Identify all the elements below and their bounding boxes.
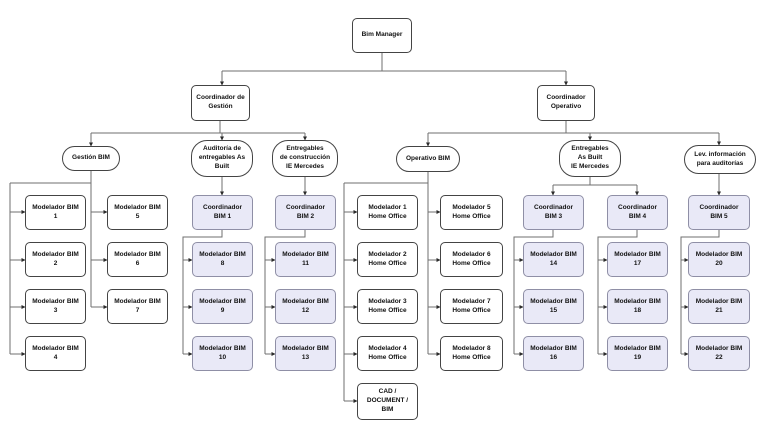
node-bim-manager: Bim Manager xyxy=(352,18,412,53)
node-modelador-4-home-office: Modelador 4 Home Office xyxy=(357,336,418,371)
node-modelador-2-home-office: Modelador 2 Home Office xyxy=(357,242,418,277)
connector-line xyxy=(182,230,223,354)
node-modelador-bim-3: Modelador BIM 3 xyxy=(25,289,86,324)
node-coordinador-operativo: Coordinador Operativo xyxy=(537,85,595,121)
node-coordinador-de-gestion: Coordinador de Gestión xyxy=(191,85,250,121)
node-modelador-5-home-office: Modelador 5 Home Office xyxy=(440,195,503,230)
node-entregables-as-built-ie-mercedes: Entregables As Built IE Mercedes xyxy=(559,140,621,177)
node-modelador-bim-7: Modelador BIM 7 xyxy=(107,289,168,324)
node-modelador-8-home-office: Modelador 8 Home Office xyxy=(440,336,503,371)
connector-line xyxy=(597,230,638,354)
node-lev-informacion-para-auditorias: Lev. información para auditorías xyxy=(684,145,756,174)
node-modelador-bim-4: Modelador BIM 4 xyxy=(25,336,86,371)
node-cad-document-bim: CAD / DOCUMENT / BIM xyxy=(357,383,418,420)
node-coordinador-bim-2: Coordinador BIM 2 xyxy=(275,195,336,230)
node-modelador-1-home-office: Modelador 1 Home Office xyxy=(357,195,418,230)
node-modelador-bim-21: Modelador BIM 21 xyxy=(688,289,750,324)
node-modelador-bim-18: Modelador BIM 18 xyxy=(607,289,668,324)
node-modelador-bim-8: Modelador BIM 8 xyxy=(192,242,253,277)
connector-line xyxy=(680,230,720,354)
node-operativo-bim: Operativo BIM xyxy=(396,146,460,172)
node-modelador-bim-6: Modelador BIM 6 xyxy=(107,242,168,277)
node-modelador-bim-2: Modelador BIM 2 xyxy=(25,242,86,277)
node-modelador-bim-10: Modelador BIM 10 xyxy=(192,336,253,371)
node-modelador-bim-1: Modelador BIM 1 xyxy=(25,195,86,230)
node-modelador-bim-19: Modelador BIM 19 xyxy=(607,336,668,371)
node-modelador-bim-17: Modelador BIM 17 xyxy=(607,242,668,277)
node-modelador-bim-14: Modelador BIM 14 xyxy=(523,242,584,277)
node-modelador-bim-11: Modelador BIM 11 xyxy=(275,242,336,277)
node-modelador-bim-9: Modelador BIM 9 xyxy=(192,289,253,324)
connector-line xyxy=(513,230,554,354)
node-modelador-bim-20: Modelador BIM 20 xyxy=(688,242,750,277)
node-modelador-bim-16: Modelador BIM 16 xyxy=(523,336,584,371)
node-gestion-bim: Gestión BIM xyxy=(62,146,120,171)
connector-line xyxy=(264,230,306,354)
node-modelador-bim-15: Modelador BIM 15 xyxy=(523,289,584,324)
node-modelador-bim-12: Modelador BIM 12 xyxy=(275,289,336,324)
node-modelador-bim-5: Modelador BIM 5 xyxy=(107,195,168,230)
node-modelador-7-home-office: Modelador 7 Home Office xyxy=(440,289,503,324)
node-auditoria-de-entregables-as-built: Auditoría de entregables As Built xyxy=(191,140,253,177)
node-modelador-6-home-office: Modelador 6 Home Office xyxy=(440,242,503,277)
node-modelador-bim-13: Modelador BIM 13 xyxy=(275,336,336,371)
node-entregables-de-construccion-ie-mercedes: Entregables de construcción IE Mercedes xyxy=(272,140,338,177)
node-coordinador-bim-4: Coordinador BIM 4 xyxy=(607,195,668,230)
node-coordinador-bim-1: Coordinador BIM 1 xyxy=(192,195,253,230)
node-coordinador-bim-5: Coordinador BIM 5 xyxy=(688,195,750,230)
node-modelador-bim-22: Modelador BIM 22 xyxy=(688,336,750,371)
node-coordinador-bim-3: Coordinador BIM 3 xyxy=(523,195,584,230)
node-modelador-3-home-office: Modelador 3 Home Office xyxy=(357,289,418,324)
